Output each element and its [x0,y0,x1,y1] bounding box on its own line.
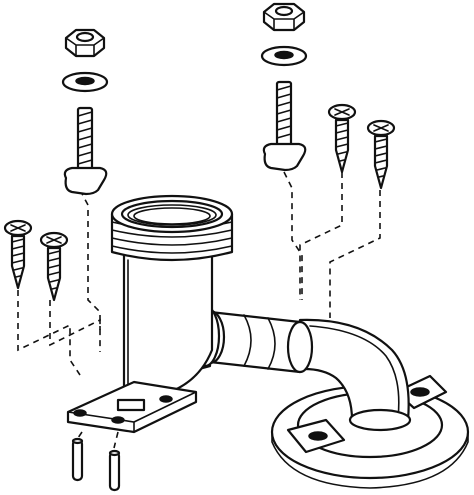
screw-icon [3,219,33,290]
t-bolt-icon [262,80,307,172]
pin-icon [108,449,121,492]
guide-line-screw-4 [329,190,381,318]
pin-icon [71,437,84,482]
guide-line-screw-1 [17,290,81,376]
guide-line-pin-2 [113,431,119,449]
elbow-icon [288,318,412,432]
guide-line-screw-3 [299,172,343,300]
screw-icon [39,231,69,302]
hex-nut-icon [262,2,306,32]
guide-lines [17,171,381,449]
pipe-icon [110,194,234,394]
hex-nut-icon [64,28,106,58]
screw-icon [366,119,396,190]
washer-icon [61,71,109,93]
guide-line-pin-1 [77,431,83,439]
guide-line-right-bolt [283,171,303,300]
guide-line-screw-2 [49,300,101,352]
t-bolt-icon [63,106,108,196]
guide-line-left-bolt [79,189,101,330]
screw-icon [327,103,357,174]
washer-icon [260,45,308,67]
base-plate [66,380,198,434]
